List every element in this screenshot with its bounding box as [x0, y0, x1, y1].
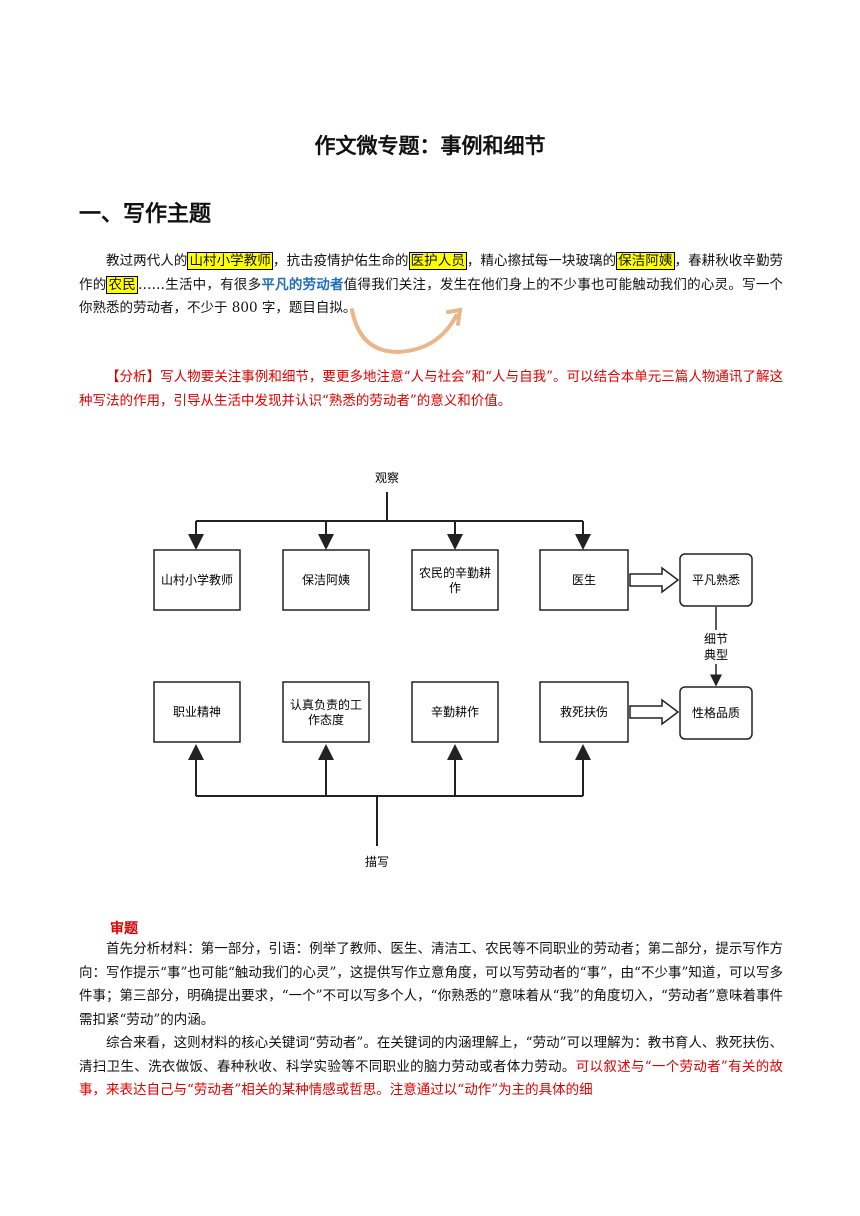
box-responsible-attitude: 认真负责的工 作态度 [282, 681, 370, 743]
describe-label: 描写 [365, 855, 389, 869]
box-cleaner: 保洁阿姨 [282, 549, 370, 611]
box-hard-work: 辛勤耕作 [411, 681, 499, 743]
svg-text:辛勤耕作: 辛勤耕作 [431, 704, 479, 719]
svg-text:认真负责的工: 认真负责的工 [290, 697, 362, 712]
typical-label: 典型 [704, 648, 728, 662]
box-professional-spirit: 职业精神 [153, 681, 241, 743]
svg-text:农民的辛勤耕: 农民的辛勤耕 [419, 565, 491, 580]
analysis-paragraph: 【分析】写人物要关注事例和细节，要更多地注意“人与社会”和“人与自我”。可以结合… [79, 369, 783, 409]
svg-text:作: 作 [449, 581, 461, 595]
box-save-lives: 救死扶伤 [539, 681, 629, 743]
review-paragraph-1: 首先分析材料：第一部分，引语：例举了教师、医生、清洁工、农民等不同职业的劳动者；… [79, 941, 783, 1028]
svg-text:保洁阿姨: 保洁阿姨 [302, 573, 350, 587]
highlight-farmer: 农民 [106, 275, 138, 294]
svg-text:平凡熟悉: 平凡熟悉 [692, 572, 740, 587]
review-heading: 审题 [110, 921, 138, 937]
review-paragraph-2: 综合来看，这则材料的核心关键词“劳动者”。在关键词的内涵理解上，“劳动”可以理解… [79, 1035, 784, 1098]
svg-text:救死扶伤: 救死扶伤 [560, 704, 608, 719]
box-farmer: 农民的辛勤耕 作 [411, 549, 499, 611]
ordinary-workers-text: 平凡的劳动者 [261, 276, 344, 293]
hollow-arrow-top [629, 566, 680, 594]
svg-text:职业精神: 职业精神 [173, 705, 221, 719]
writing-prompt: 教过两代人的山村小学教师，抗击疫情护佑生命的医护人员，精心擦拭每一块玻璃的保洁阿… [79, 252, 784, 316]
box-teacher: 山村小学教师 [153, 549, 241, 611]
box-ordinary-familiar: 平凡熟悉 [679, 553, 753, 607]
svg-text:作态度: 作态度 [308, 712, 344, 727]
highlight-medic: 医护人员 [408, 252, 467, 270]
box-character-quality: 性格品质 [679, 686, 753, 740]
highlight-cleaner: 保洁阿姨 [616, 252, 675, 270]
page-title: 作文微专题：事例和细节 [314, 134, 546, 158]
section-heading: 一、写作主题 [79, 202, 212, 227]
detail-label: 细节 [704, 632, 728, 646]
svg-text:山村小学教师: 山村小学教师 [161, 572, 233, 587]
highlight-teacher: 山村小学教师 [187, 252, 273, 270]
analysis-label: 【分析】 [106, 369, 161, 385]
svg-text:医生: 医生 [572, 573, 596, 587]
observe-label: 观察 [375, 471, 399, 485]
hollow-arrow-bottom [629, 698, 680, 726]
box-doctor: 医生 [539, 549, 629, 611]
svg-text:性格品质: 性格品质 [692, 705, 740, 720]
